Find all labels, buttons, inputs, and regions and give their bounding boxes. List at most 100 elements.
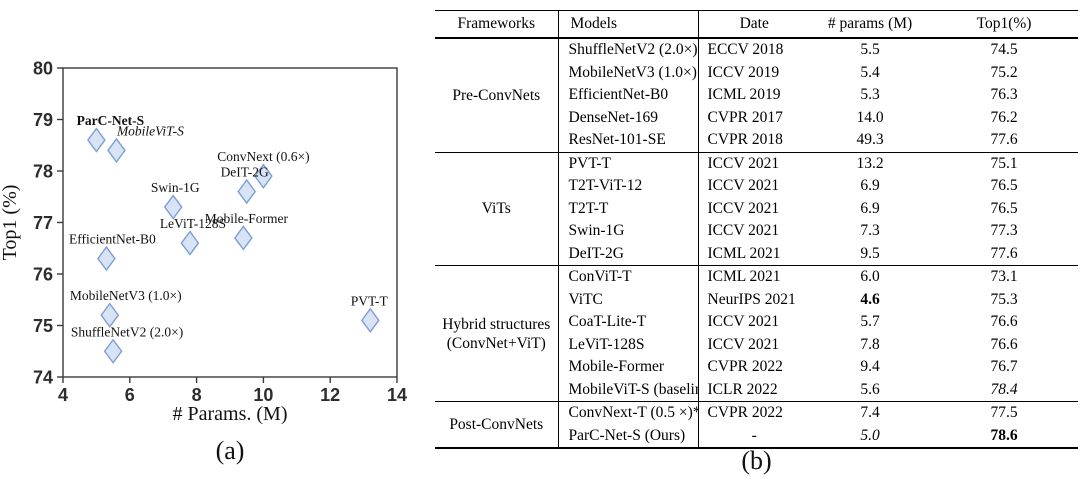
y-tick-label: 79 [33, 110, 53, 130]
params-cell: 5.4 [860, 63, 880, 81]
model-cell: PVT-T [558, 151, 699, 175]
top1-cell: 76.5 [990, 199, 1018, 217]
framework-label: Post-ConvNets [449, 416, 544, 433]
x-tick-label: 14 [387, 385, 407, 405]
params-cell: 9.4 [860, 358, 880, 375]
data-point-label: LeViT-128S [160, 216, 226, 231]
y-tick-label: 78 [33, 162, 53, 182]
params-cell: 5.7 [860, 313, 880, 330]
data-point-label: Swin-1G [151, 180, 200, 195]
column-header: Frameworks [435, 10, 559, 39]
params-cell: 5.0 [860, 426, 880, 444]
data-point-label: ShuffleNetV2 (2.0×) [71, 324, 183, 339]
top1-cell: 75.2 [990, 63, 1018, 81]
framework-label: (ConvNet+ViT) [446, 334, 546, 352]
data-point-label: MobileViT-S [116, 123, 184, 138]
model-cell: LeViT-128S [558, 333, 699, 356]
date-cell: ICCV 2021 [698, 151, 810, 175]
params-cell: 7.4 [810, 401, 930, 425]
model-cell: MobileViT-S (baseline) [558, 378, 699, 402]
date-cell: ICCV 2019 [707, 63, 780, 81]
params-cell: 5.6 [860, 380, 880, 398]
top1-cell: 76.6 [990, 335, 1018, 353]
model-cell: MobileNetV3 (1.0×) [558, 61, 699, 84]
data-point-marker [97, 245, 116, 272]
data-point-marker [180, 230, 200, 256]
top1-cell: 76.3 [990, 86, 1018, 103]
model-cell: T2T-ViT-12 [558, 175, 699, 198]
column-header: Date [698, 10, 810, 39]
model-cell: CoaT-Lite-T [558, 311, 699, 334]
model-cell: T2T-T [558, 197, 699, 220]
x-tick-label: 4 [58, 385, 68, 405]
y-tick-label: 74 [33, 368, 53, 388]
data-point-marker [237, 178, 257, 205]
caption-a: (a) [215, 436, 245, 465]
model-cell: ConViT-T [558, 265, 699, 289]
model-cell: Mobile-Former [558, 356, 699, 379]
data-point-label: PVT-T [351, 293, 389, 308]
top1-cell: 76.7 [990, 358, 1018, 375]
date-cell: ICCV 2021 [707, 177, 780, 194]
params-cell: 49.3 [856, 131, 884, 148]
date-cell: CVPR 2022 [698, 401, 810, 425]
model-cell: Swin-1G [558, 220, 699, 243]
date-cell: ECCV 2018 [698, 37, 810, 62]
data-point-marker [103, 338, 123, 364]
top1-cell: 74.5 [930, 37, 1078, 62]
data-point-label: ConvNext (0.6×) [217, 149, 309, 164]
date-cell: ICCV 2021 [707, 222, 780, 239]
model-cell: ParC-Net-S (Ours) [558, 424, 699, 448]
y-tick-label: 76 [33, 265, 53, 285]
top1-cell: 75.3 [990, 290, 1018, 308]
params-cell: 6.0 [810, 265, 930, 289]
model-cell: EfficientNet-B0 [558, 84, 699, 107]
params-cell: 6.9 [860, 177, 880, 194]
y-tick-label: 77 [33, 213, 53, 233]
y-axis-title: Top1 (%) [0, 185, 21, 261]
top1-cell: 75.1 [930, 151, 1078, 175]
data-point-label: EfficientNet-B0 [69, 232, 156, 247]
params-cell: 13.2 [810, 151, 930, 175]
model-cell: ViTC [558, 288, 699, 311]
model-cell: ShuffleNetV2 (2.0×) [558, 37, 699, 62]
table-row: Swin-1G ICCV 2021 7.3 77.3 [435, 220, 1078, 243]
top1-cell: 76.6 [990, 313, 1018, 330]
data-point-label: Mobile-Former [205, 211, 289, 226]
y-tick-label: 75 [33, 316, 53, 336]
table-row: MobileNetV3 (1.0×) ICCV 2019 5.4 75.2 [435, 61, 1078, 84]
y-tick-label: 80 [33, 59, 53, 79]
params-cell: 6.9 [860, 199, 880, 217]
data-point-marker [100, 302, 120, 328]
top1-cell: 77.3 [990, 222, 1018, 239]
top1-cell: 76.5 [990, 177, 1018, 194]
table-row: Post-ConvNets ConvNext-T (0.5 ×)*CVPR 202… [435, 401, 1078, 448]
params-cell: 5.3 [860, 86, 880, 103]
date-cell: - [751, 426, 757, 444]
x-tick-label: 10 [253, 385, 273, 405]
date-cell: ICML 2021 [698, 265, 810, 289]
model-cell: ConvNext-T (0.5 ×)* [558, 401, 699, 425]
framework-cell: Pre-ConvNets [435, 37, 559, 152]
data-point-marker [163, 194, 183, 220]
data-point-label: ParC-Net-S [77, 113, 144, 128]
model-cell: DenseNet-169 [558, 106, 699, 129]
params-cell: 7.3 [860, 222, 880, 239]
data-point-marker [254, 163, 273, 189]
data-point-label: DeIT-2G [221, 165, 269, 180]
date-cell: ICML 2021 [707, 244, 781, 262]
caption-b: (b) [741, 446, 772, 475]
column-header: Top1(%) [930, 10, 1078, 39]
